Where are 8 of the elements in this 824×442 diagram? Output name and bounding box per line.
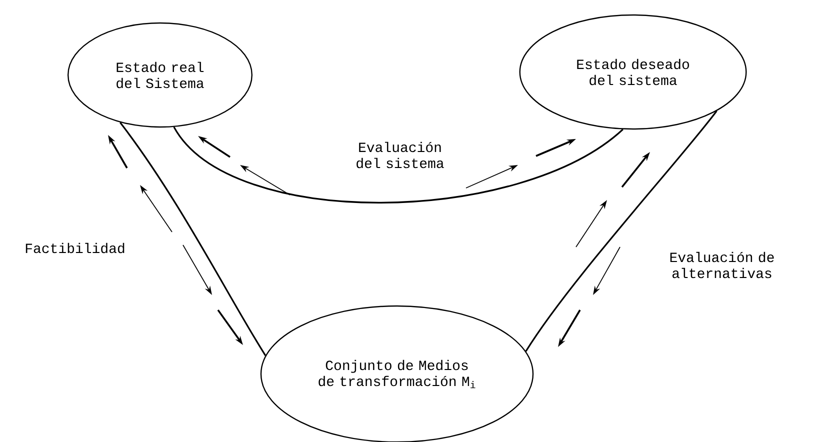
edge-label: Evaluación de alternativas — [670, 252, 774, 278]
ellipse-node: Estado deseado del sistema — [519, 14, 747, 130]
curved-connector — [120, 122, 266, 356]
ellipse-node: Estado real del Sistema — [67, 22, 253, 128]
edge-label: Factibilidad — [26, 242, 124, 254]
curved-connector — [525, 110, 718, 352]
curved-connector — [173, 126, 624, 204]
edge-label: Evaluación del sistema — [356, 142, 444, 168]
